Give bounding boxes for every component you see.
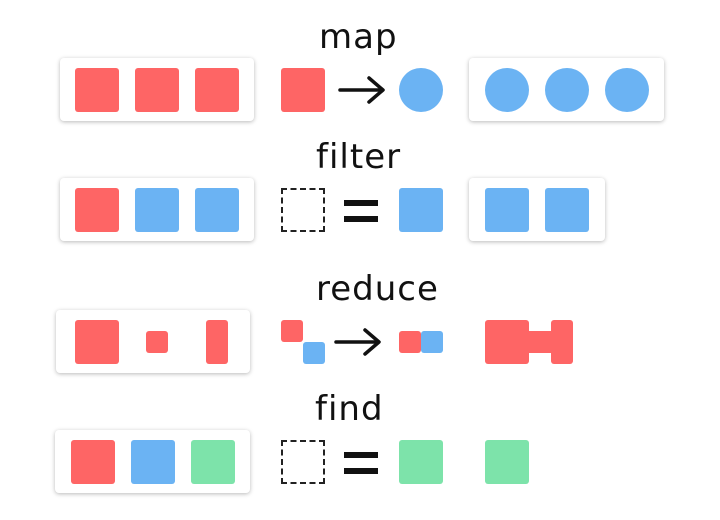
right-arrow-icon — [338, 76, 385, 104]
equals-sign-icon — [344, 448, 378, 478]
find-title: find — [315, 389, 384, 429]
find-input-array — [55, 430, 250, 493]
blue-square — [485, 188, 529, 232]
combined-red-bar-part — [551, 320, 573, 364]
reduce-title: reduce — [316, 269, 439, 309]
combined-red-small-part — [527, 331, 553, 353]
blue-square — [195, 188, 239, 232]
red-square — [75, 188, 119, 232]
blue-circle — [545, 68, 589, 112]
reduce-transform-output-red-small-square — [399, 331, 421, 353]
map-output-array — [469, 58, 664, 121]
red-square — [71, 440, 115, 484]
blue-circle — [485, 68, 529, 112]
blue-square — [135, 188, 179, 232]
filter-title: filter — [316, 137, 402, 177]
reduce-transform-output-blue-small-square — [421, 331, 443, 353]
combined-red-large-part — [485, 320, 529, 364]
filter-transform-output-blue-square — [399, 188, 443, 232]
find-output-green-square — [485, 440, 529, 484]
red-square — [135, 68, 179, 112]
empty-dashed-square — [281, 188, 325, 232]
reduce-transform-input-red-small-square — [281, 320, 303, 342]
map-input-array — [60, 58, 254, 121]
green-square — [191, 440, 235, 484]
blue-circle — [605, 68, 649, 112]
map-title: map — [319, 17, 398, 57]
red-tall-bar — [206, 320, 228, 364]
right-arrow-icon — [334, 328, 381, 356]
filter-output-array — [469, 178, 605, 241]
find-transform-output-green-square — [399, 440, 443, 484]
red-large-square — [75, 320, 119, 364]
reduce-input-array — [56, 310, 250, 373]
map-transform-output-blue-circle — [399, 68, 443, 112]
red-square — [195, 68, 239, 112]
empty-dashed-square — [281, 440, 325, 484]
blue-square — [131, 440, 175, 484]
filter-input-array — [60, 178, 254, 241]
red-square — [75, 68, 119, 112]
map-transform-input-red-square — [281, 68, 325, 112]
red-small-square — [146, 331, 168, 353]
equals-sign-icon — [344, 196, 378, 226]
reduce-transform-input-blue-small-square — [303, 342, 325, 364]
blue-square — [545, 188, 589, 232]
